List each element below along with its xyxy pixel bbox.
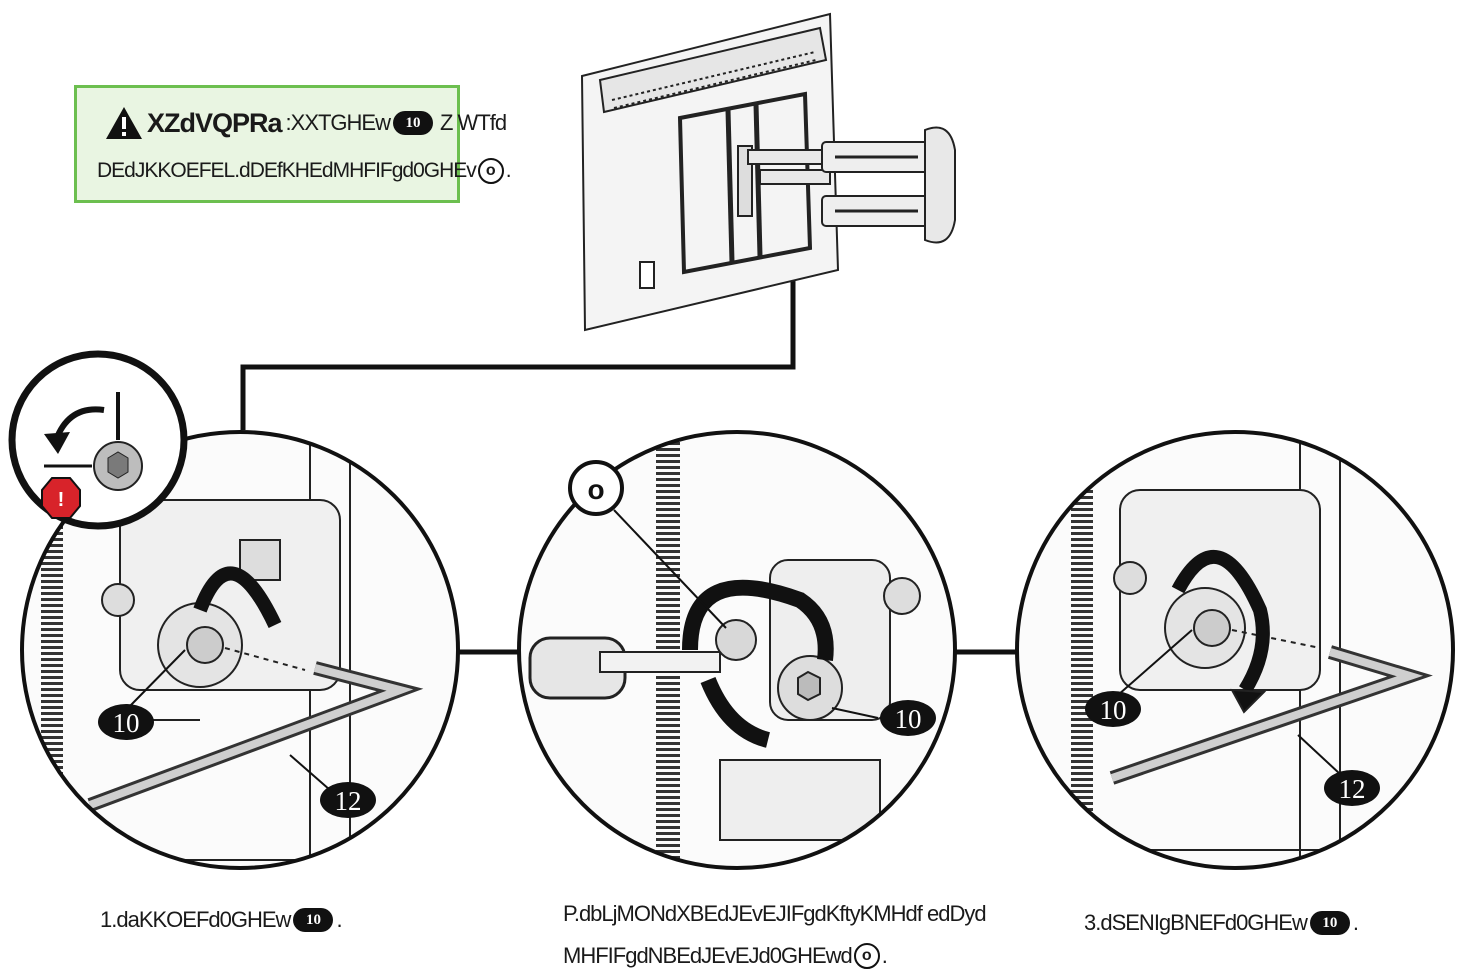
step1-badge: 10 (293, 908, 334, 932)
step2-caption-line2: MHFIFgdNBEdJEvEJd0GHEwd o . (563, 943, 888, 969)
ring-label-o: o (568, 460, 624, 516)
rotation-inset: ! (8, 350, 188, 530)
callout-badge-10: 10 (393, 111, 433, 135)
callout-line2-text: DEdJKKOEFEL.dDEfKHEdMHFIFgd0GHEv (97, 159, 477, 182)
callout-ring-o: o (477, 158, 504, 184)
badge-12: 12 (1324, 770, 1380, 806)
badge-10: 10 (880, 700, 936, 736)
step2-ring-o: o (853, 943, 880, 969)
rotate-counterclockwise-icon (44, 406, 105, 454)
step3-end: . (1352, 910, 1359, 935)
stop-icon: ! (41, 477, 81, 519)
step2-line1: P.dbLjMONdXBEdJEvEJIFgdKftyKMHdf edDyd (563, 901, 987, 926)
svg-text:10: 10 (113, 708, 140, 738)
callout-title: XZdVQPRa (147, 107, 283, 138)
svg-text:10: 10 (895, 704, 922, 734)
badge-10: 10 (1085, 691, 1141, 727)
callout-line1-text: :XXTGHEw (285, 110, 391, 135)
svg-text:10: 10 (1100, 695, 1127, 725)
step1-caption: 1.daKKOEFd0GHEw 10 . (100, 907, 343, 933)
callout-line2-end: . (505, 159, 512, 182)
callout-line1-tail: Z WTfd (440, 110, 507, 135)
svg-text:12: 12 (1339, 774, 1366, 804)
callout-line2: DEdJKKOEFEL.dDEfKHEdMHFIFgd0GHEv o . (97, 158, 512, 184)
svg-text:12: 12 (335, 786, 362, 816)
step3-badge: 10 (1309, 911, 1350, 935)
badge-12: 12 (320, 782, 376, 818)
svg-text:!: ! (58, 489, 65, 511)
step1-end: . (336, 907, 342, 932)
step2-line2: MHFIFgdNBEdJEvEJd0GHEwd (563, 943, 853, 968)
step2-detail: o 10 (517, 430, 957, 870)
step2-caption-line1: P.dbLjMONdXBEdJEvEJIFgdKftyKMHdf edDyd (563, 901, 987, 927)
badge-10: 10 (98, 704, 154, 740)
step1-detail: 10 12 (20, 430, 460, 870)
warning-icon (106, 107, 142, 139)
step2-end: . (881, 943, 888, 968)
tv-mount-illustration (580, 12, 956, 332)
warning-callout: XZdVQPRa :XXTGHEw 10 Z WTfd DEdJKKOEFEL.… (74, 85, 512, 203)
hex-bolt-icon (93, 441, 143, 491)
callout-line1: XZdVQPRa :XXTGHEw 10 Z WTfd (105, 106, 507, 140)
step3-text: 3.dSENIgBNEFd0GHEw (1084, 910, 1308, 935)
svg-text:o: o (587, 474, 604, 505)
step3-detail: 10 12 (1015, 430, 1455, 870)
step1-text: 1.daKKOEFd0GHEw (100, 907, 291, 932)
step3-caption: 3.dSENIgBNEFd0GHEw 10 . (1084, 910, 1359, 936)
